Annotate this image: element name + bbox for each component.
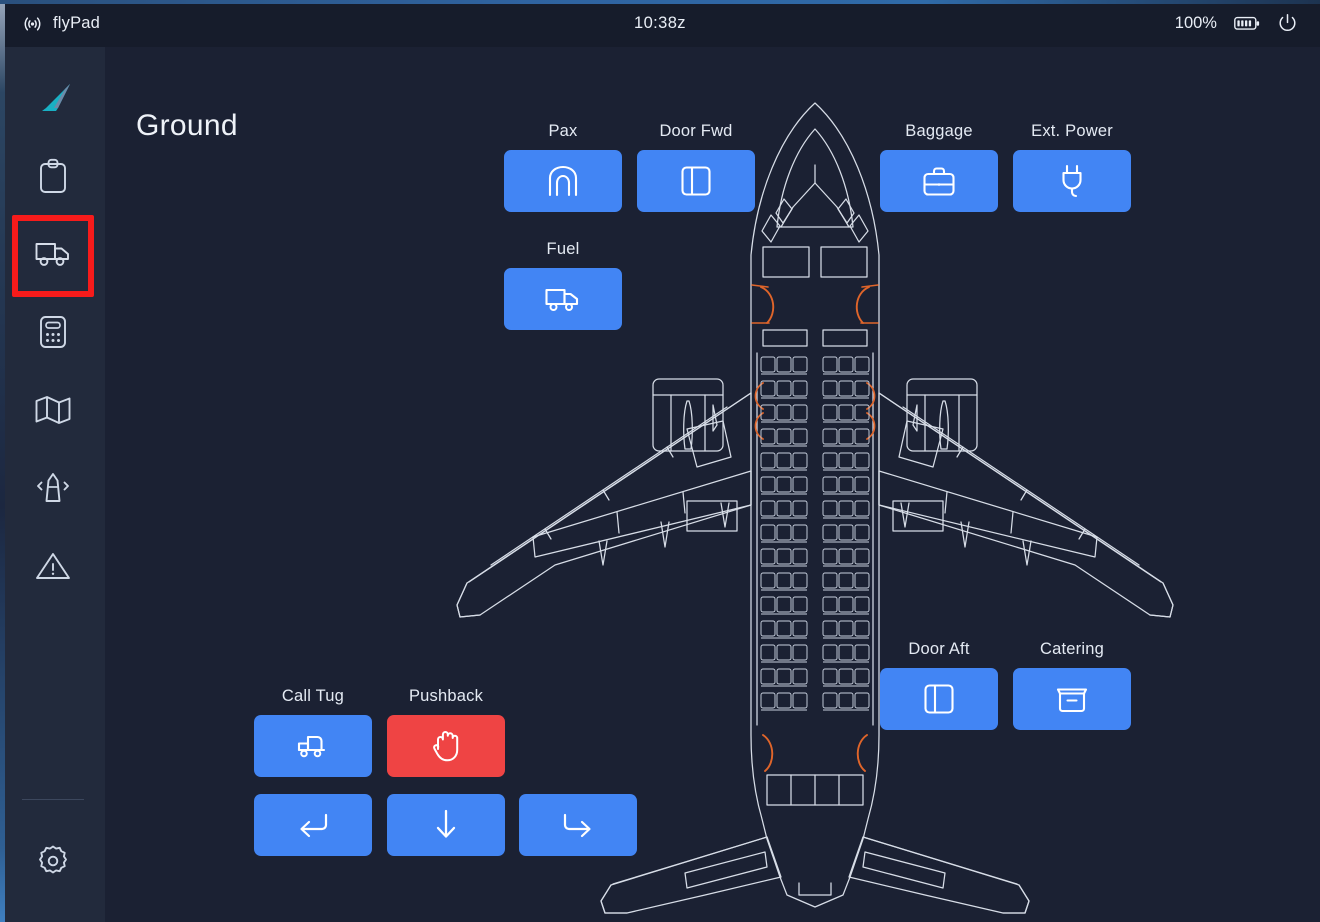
titlebar-right: 100%	[877, 13, 1298, 34]
app-title: flyPad	[53, 14, 101, 32]
sidebar-item-atc[interactable]	[16, 453, 90, 527]
jetbridge-icon	[546, 165, 580, 197]
sidebar-item-dispatch[interactable]	[16, 141, 90, 215]
pushback-button[interactable]	[387, 715, 505, 777]
baggage-button[interactable]	[880, 150, 998, 212]
fuel-truck-icon	[544, 285, 582, 313]
app-body: Ground	[0, 47, 1320, 922]
service-baggage: Baggage	[880, 122, 998, 212]
sidebar	[0, 47, 105, 922]
pushback-turn-left-button[interactable]	[254, 794, 372, 856]
door-aft-button[interactable]	[880, 668, 998, 730]
battery-percent: 100%	[1174, 14, 1217, 32]
service-label-door-aft: Door Aft	[908, 640, 970, 658]
ext-power-button[interactable]	[1013, 150, 1131, 212]
service-fuel: Fuel	[504, 240, 622, 330]
tail-logo-icon	[34, 83, 72, 118]
arrow-turn-right-icon	[561, 810, 595, 841]
clipboard-icon	[36, 158, 70, 199]
page-title: Ground	[136, 109, 238, 142]
catering-button[interactable]	[1013, 668, 1131, 730]
service-label-door-fwd: Door Fwd	[659, 122, 733, 140]
service-label-pushback: Pushback	[408, 687, 484, 705]
arrow-down-icon	[433, 808, 459, 843]
service-ext-power: Ext. Power	[1013, 122, 1131, 212]
call-tug-button[interactable]	[254, 715, 372, 777]
power-icon[interactable]	[1277, 13, 1298, 34]
battery-full-icon	[1234, 16, 1260, 31]
zulu-clock: 10:38z	[634, 14, 686, 32]
arrow-turn-left-icon	[296, 810, 330, 841]
service-door-fwd: Door Fwd	[637, 122, 755, 212]
titlebar-center: 10:38z	[443, 14, 877, 33]
service-door-aft: Door Aft	[880, 640, 998, 730]
truck-icon	[34, 239, 72, 274]
stop-hand-icon	[431, 729, 461, 763]
service-label-fuel: Fuel	[546, 240, 580, 258]
service-label-pax: Pax	[548, 122, 578, 140]
pax-button[interactable]	[504, 150, 622, 212]
sidebar-item-navigation[interactable]	[16, 375, 90, 449]
lighthouse-icon	[33, 471, 73, 510]
sidebar-item-failures[interactable]	[16, 531, 90, 605]
gear-icon	[35, 843, 71, 884]
door-fwd-button[interactable]	[637, 150, 755, 212]
sidebar-divider	[21, 799, 84, 800]
warning-triangle-icon	[34, 549, 72, 588]
sidebar-item-settings[interactable]	[16, 826, 90, 900]
service-label-baggage: Baggage	[905, 122, 973, 140]
calculator-icon	[36, 314, 70, 355]
pushback-turn-right-button[interactable]	[519, 794, 637, 856]
service-call-tug: Call Tug	[254, 687, 372, 777]
service-pax: Pax	[504, 122, 622, 212]
catering-box-icon	[1055, 684, 1089, 714]
sidebar-item-performance[interactable]	[16, 297, 90, 371]
service-pushback: Pushback	[387, 687, 505, 777]
service-label-catering: Catering	[1040, 640, 1104, 658]
pushback-straight-button[interactable]	[387, 794, 505, 856]
aircraft-top-view-diagram	[435, 95, 1195, 922]
service-label-ext-power: Ext. Power	[1031, 122, 1113, 140]
window-top-edge	[0, 0, 1320, 4]
tug-icon	[294, 732, 332, 760]
main-content: Ground	[105, 47, 1320, 922]
briefcase-icon	[922, 166, 956, 197]
door-icon	[680, 165, 712, 197]
titlebar-left: flyPad	[22, 14, 443, 33]
sidebar-item-ground[interactable]	[11, 215, 94, 297]
broadcast-icon	[22, 16, 43, 32]
sidebar-item-logo	[16, 67, 90, 133]
titlebar: flyPad 10:38z 100%	[0, 0, 1320, 47]
plug-icon	[1059, 164, 1085, 198]
fuel-button[interactable]	[504, 268, 622, 330]
window-left-edge	[0, 0, 5, 922]
service-catering: Catering	[1013, 640, 1131, 730]
map-icon	[34, 394, 72, 431]
door-icon	[923, 683, 955, 715]
service-label-call-tug: Call Tug	[281, 687, 345, 705]
